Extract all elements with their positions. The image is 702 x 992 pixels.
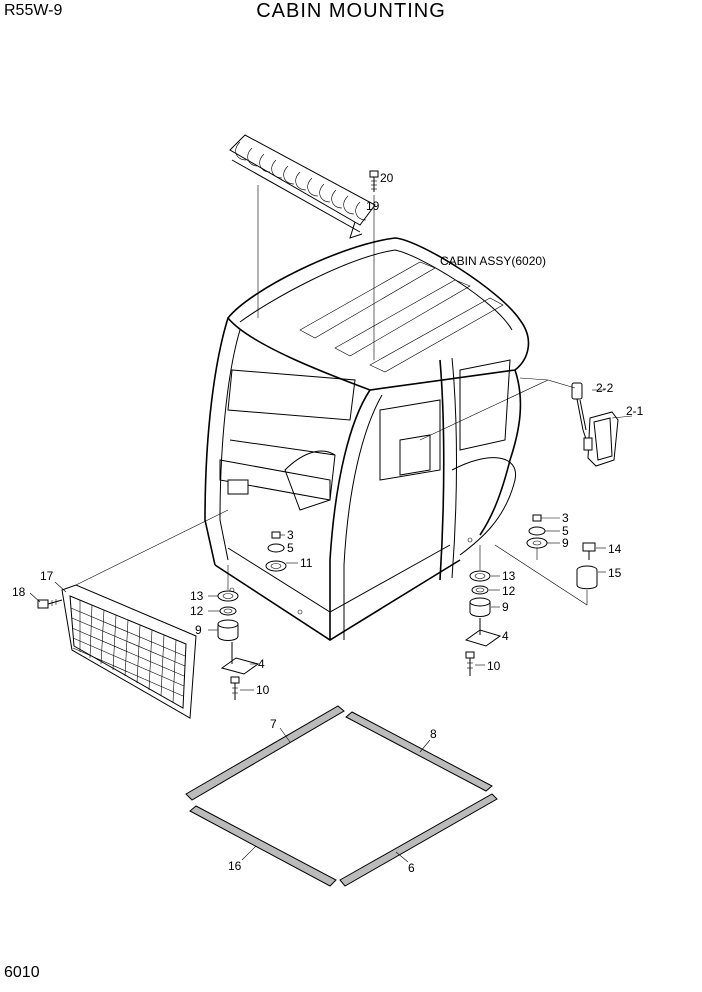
callout-14: 14 — [608, 542, 622, 556]
callout-5-left: 5 — [287, 541, 294, 555]
callout-20: 20 — [380, 171, 394, 185]
callout-15: 15 — [608, 566, 622, 580]
callout-18: 18 — [12, 585, 26, 599]
bolt-20-illustration — [369, 170, 379, 192]
cabin-assy-label: CABIN ASSY(6020) — [440, 254, 546, 268]
model-code: R55W-9 — [4, 2, 63, 19]
mirror-illustration — [571, 382, 633, 467]
floor-seals-illustration — [185, 705, 498, 887]
callout-8: 8 — [430, 727, 437, 741]
callout-16: 16 — [228, 859, 242, 873]
roof-guard-illustration — [229, 134, 376, 239]
bolt-14-illustration — [582, 542, 606, 560]
callout-2-2: 2-2 — [596, 381, 614, 395]
callout-3-left: 3 — [287, 528, 294, 542]
callout-11: 11 — [300, 556, 313, 570]
left-upper-mount-illustration — [265, 531, 298, 572]
callout-4-right: 4 — [502, 629, 509, 643]
right-lower-mount-illustration — [464, 545, 502, 676]
page-title: CABIN MOUNTING — [256, 0, 446, 22]
right-upper-mount-illustration — [526, 514, 560, 560]
callout-5-right: 5 — [562, 524, 569, 538]
callout-9-right-upper: 9 — [562, 536, 569, 550]
callout-10-left: 10 — [256, 683, 270, 697]
callout-10-right: 10 — [487, 659, 501, 673]
callout-7: 7 — [270, 717, 277, 731]
callout-9-right-lower: 9 — [502, 600, 509, 614]
callout-4-left: 4 — [258, 657, 265, 671]
callout-2-1: 2-1 — [626, 404, 644, 418]
bolt-18-illustration — [37, 599, 63, 609]
callout-13-right: 13 — [502, 569, 516, 583]
mesh-guard-illustration — [29, 581, 197, 719]
callout-12-left: 12 — [190, 604, 204, 618]
left-lower-mount-illustration — [208, 565, 260, 700]
cabin-body-illustration — [204, 237, 530, 641]
callout-17: 17 — [40, 569, 54, 583]
callout-9-left: 9 — [195, 623, 202, 637]
callout-6: 6 — [408, 861, 415, 875]
callout-13-left: 13 — [190, 589, 204, 603]
callout-19: 19 — [366, 199, 380, 213]
callout-12-right: 12 — [502, 584, 516, 598]
callout-3-right: 3 — [562, 511, 569, 525]
page-number: 6010 — [4, 964, 40, 981]
damper-15-illustration — [576, 565, 606, 590]
